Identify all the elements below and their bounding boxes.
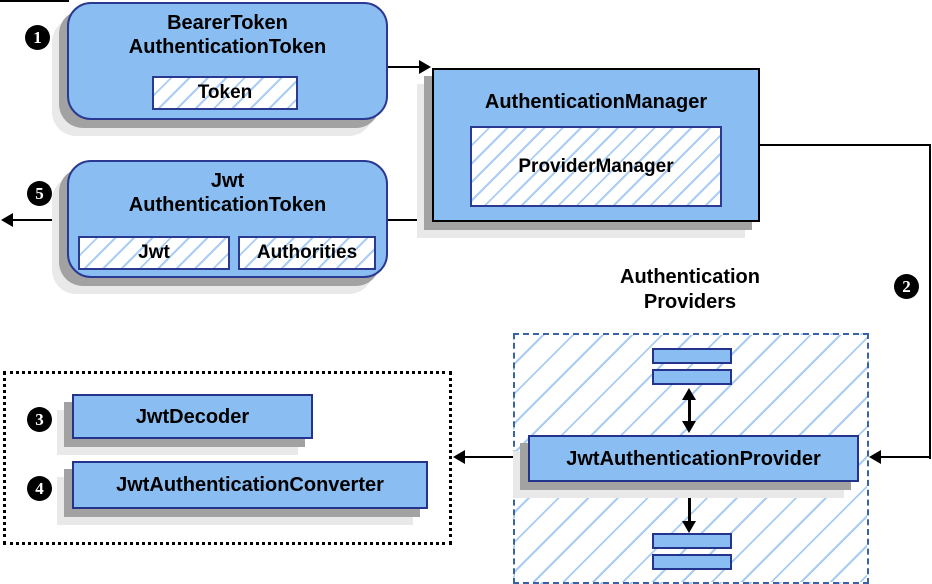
bearer-token-authentication-token-node: BearerToken AuthenticationToken Token — [67, 2, 388, 120]
authorities-chip: Authorities — [238, 236, 376, 270]
authentication-manager-node: AuthenticationManager ProviderManager — [432, 68, 760, 222]
provider-manager-chip: ProviderManager — [470, 126, 722, 207]
step-5-badge: 5 — [27, 181, 52, 206]
step-4-badge: 4 — [27, 476, 52, 501]
authentication-providers-label: Authentication Providers — [565, 265, 815, 315]
jwt-decoder-node: JwtDecoder — [72, 394, 313, 439]
jwt-authentication-provider-title: JwtAuthenticationProvider — [566, 447, 821, 470]
arrowhead-left-icon — [453, 450, 465, 464]
step-3-badge: 3 — [27, 407, 52, 432]
arrowhead-right-icon — [419, 60, 431, 74]
provider-placeholder-bar — [652, 348, 732, 364]
bearer-token-title-line1: BearerToken — [167, 12, 288, 34]
providers-label-line2: Providers — [643, 291, 737, 313]
provider-manager-chip-label: ProviderManager — [518, 155, 674, 177]
providers-label-line1: Authentication — [620, 266, 760, 288]
authorities-chip-label: Authorities — [256, 242, 358, 263]
double-arrow-top — [688, 397, 691, 425]
double-arrow-bottom — [688, 493, 691, 521]
connector-manager-to-jwttoken — [388, 219, 434, 221]
jwt-token-title-line1: Jwt — [210, 170, 245, 192]
arrowhead-up-icon — [682, 388, 696, 400]
jwt-chip-label: Jwt — [138, 242, 170, 263]
step-2-badge: 2 — [894, 274, 919, 299]
jwt-chip: Jwt — [78, 236, 230, 270]
arrowhead-left-icon — [869, 450, 881, 464]
connector-step2-vertical — [929, 144, 931, 459]
connector-outgoing-response — [13, 219, 68, 221]
connector-step2-top — [760, 144, 930, 146]
provider-placeholder-bar — [652, 533, 732, 549]
connector-step2-bottom — [881, 456, 931, 458]
token-chip: Token — [152, 76, 298, 110]
jwt-authentication-provider-node: JwtAuthenticationProvider — [528, 435, 859, 482]
arrowhead-up-icon — [682, 484, 696, 496]
connector-bearer-to-manager — [388, 66, 422, 68]
arrowhead-left-icon — [1, 213, 13, 227]
decoder-converter-group — [3, 371, 452, 545]
arrowhead-down-icon — [682, 421, 696, 433]
jwt-decoder-title: JwtDecoder — [135, 405, 250, 428]
jwt-authentication-converter-node: JwtAuthenticationConverter — [72, 461, 428, 509]
connector-incoming-request — [0, 0, 69, 2]
arrowhead-down-icon — [682, 521, 696, 533]
provider-placeholder-bar — [652, 554, 732, 570]
jwt-authentication-token-node: Jwt AuthenticationToken Jwt Authorities — [67, 160, 388, 278]
token-chip-label: Token — [197, 82, 253, 103]
bearer-token-title-line2: AuthenticationToken — [128, 36, 327, 58]
jwt-authentication-converter-title: JwtAuthenticationConverter — [116, 474, 384, 496]
jwt-token-title-line2: AuthenticationToken — [128, 194, 327, 216]
connector-provider-to-decoder-group — [465, 456, 528, 458]
step-1-badge: 1 — [25, 25, 50, 50]
provider-placeholder-bar — [652, 369, 732, 385]
authentication-manager-title: AuthenticationManager — [484, 91, 708, 113]
